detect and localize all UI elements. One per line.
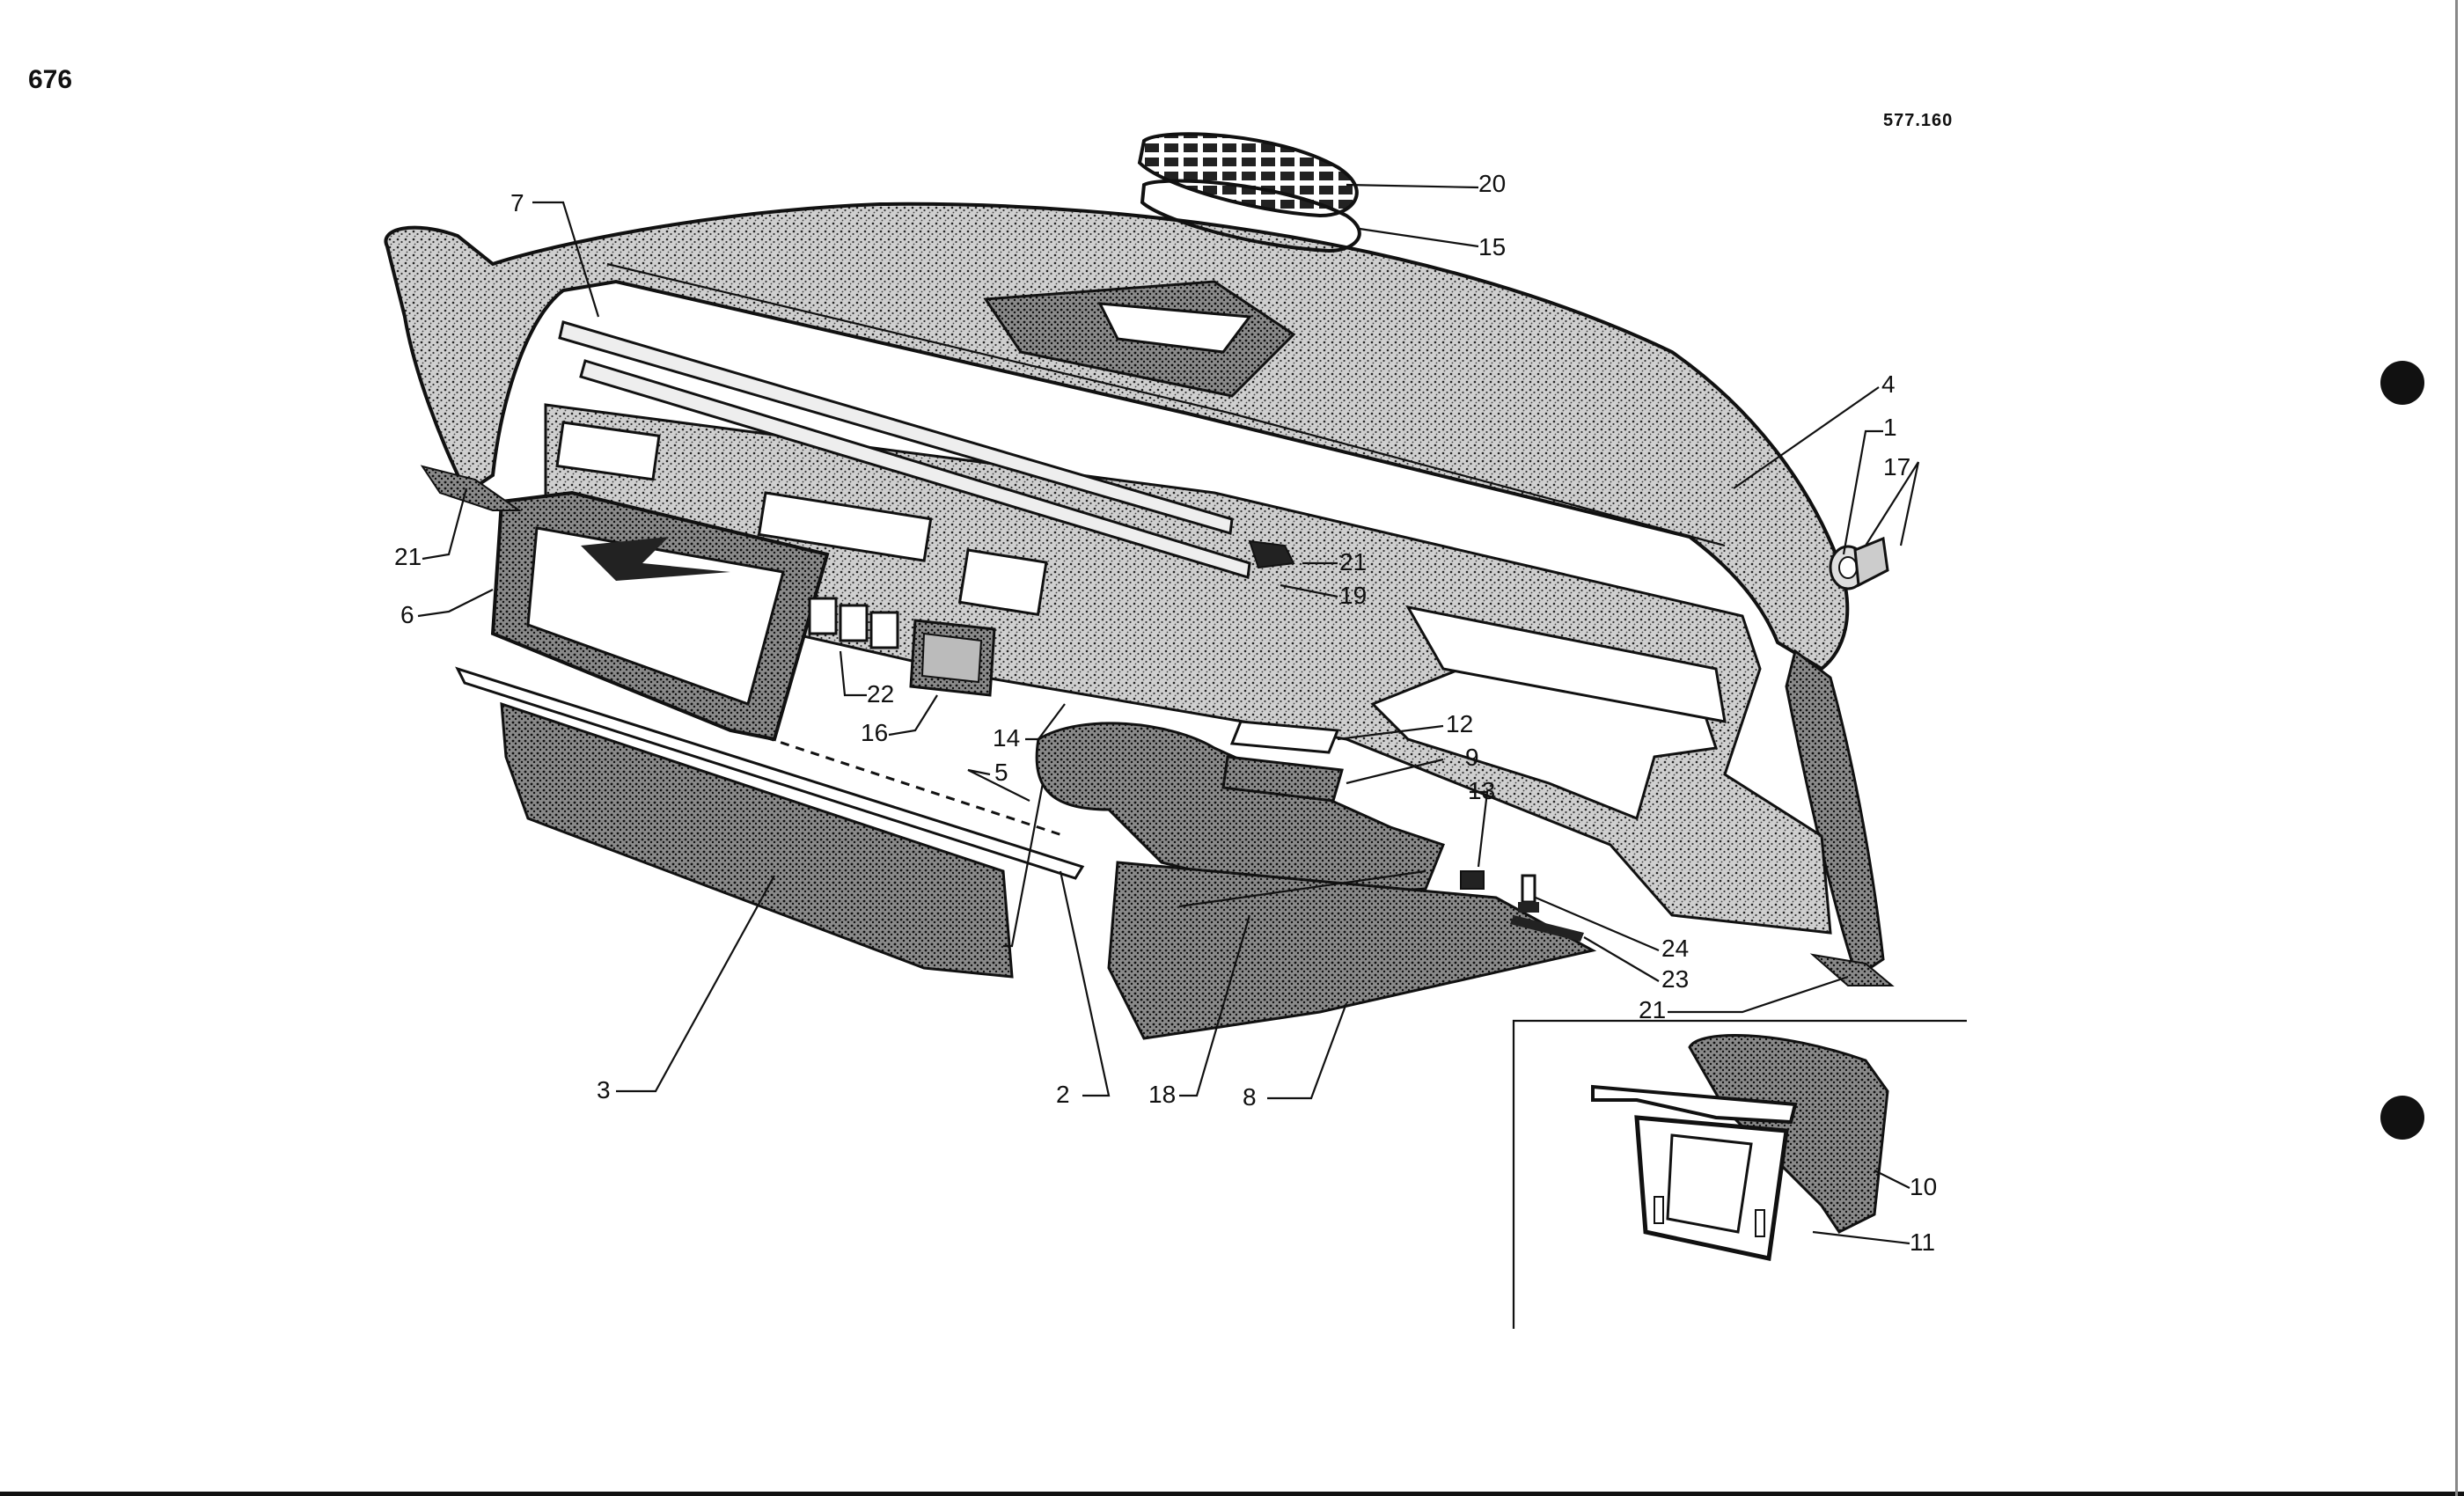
callout-1: 1 [1883,414,1897,441]
binder-hole-bottom [2380,1096,2424,1140]
trim-strip [558,320,1251,579]
callout-20: 20 [1478,170,1506,197]
callout-19: 19 [1339,582,1367,609]
dashboard-frame-panel [544,403,1832,935]
control-knob [1829,536,1889,590]
callout-11: 11 [1910,1228,1935,1256]
end-cap-right [1809,953,1895,986]
callout-16: 16 [861,719,888,746]
lower-shelf [455,666,1085,979]
vent-nozzle [1248,539,1295,569]
callout-15: 15 [1478,233,1506,260]
callout-17: 17 [1883,453,1910,480]
callout-4: 4 [1881,370,1896,398]
sealing-strip [1510,915,1584,942]
callout-10: 10 [1910,1173,1937,1200]
callout-21-right: 21 [1639,996,1666,1023]
heater-duct [1035,722,1597,1040]
clip [1460,870,1485,890]
dashboard-top-pad [384,202,1850,671]
bolt [1518,874,1539,913]
right-rule [2455,0,2458,1496]
reference-code: 577.160 [1883,111,1954,130]
callout-7: 7 [510,189,524,216]
callout-22: 21 [1339,548,1367,576]
inset-detail [1512,1019,1967,1329]
callout-25: 24 [1661,935,1689,962]
grille-gasket [1140,179,1361,253]
callout-6: 6 [400,601,414,628]
callout-13: 13 [1468,777,1495,804]
callout-8: 8 [1243,1083,1257,1111]
glovebox-frame [490,490,830,742]
callout-2: 2 [1056,1081,1070,1108]
bottom-rule [0,1492,2464,1496]
callout-3: 3 [597,1076,611,1104]
switch-panel [808,597,996,697]
leader-lines [417,183,1920,1245]
vent-grille [1221,720,1344,803]
end-cap-left [420,465,523,511]
callout-21-left: 21 [394,543,422,570]
callout-5: 5 [994,759,1008,786]
speaker-grille [1137,132,1359,218]
callout-23: 22 [867,680,894,708]
page-number: 676 [28,65,73,94]
binder-hole-top [2380,361,2424,405]
callout-9: 9 [1465,744,1479,771]
callout-14: 14 [993,724,1020,752]
callout-18: 18 [1148,1081,1176,1108]
callout-labels: 7 20 15 4 1 17 21 6 21 19 22 16 14 12 9 … [394,170,1937,1256]
callout-12: 12 [1446,710,1473,737]
callout-24: 23 [1661,965,1689,993]
